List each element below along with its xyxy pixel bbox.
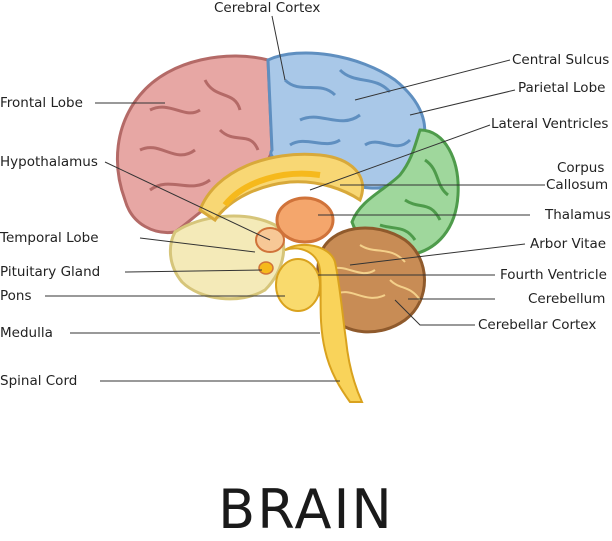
leader-parietal-lobe <box>409 89 516 116</box>
label-corpus-callosum-line1: Corpus <box>557 160 605 176</box>
label-fourth-ventricle: Fourth Ventricle <box>500 267 607 283</box>
corpus-callosum-region <box>198 152 365 223</box>
label-pituitary-gland: Pituitary Gland <box>0 264 101 280</box>
thalamus-region <box>275 196 335 244</box>
lateral-ventricle-shape <box>222 170 321 207</box>
leader-temporal-lobe <box>139 237 256 253</box>
temporal-lobe-region <box>168 214 286 301</box>
label-spinal-cord: Spinal Cord <box>0 373 78 389</box>
label-thalamus: Thalamus <box>545 207 611 223</box>
label-lateral-ventricles: Lateral Ventricles <box>491 116 609 132</box>
pituitary-gland-region <box>258 261 274 275</box>
label-medulla: Medulla <box>0 325 53 341</box>
label-hypothalamus: Hypothalamus <box>0 154 98 170</box>
label-cerebellum: Cerebellum <box>528 291 606 307</box>
page-title: BRAIN <box>218 478 394 541</box>
label-temporal-lobe: Temporal Lobe <box>0 230 99 246</box>
arbor-vitae-branches <box>329 244 421 301</box>
label-pons: Pons <box>0 288 32 304</box>
leader-lines <box>45 15 545 382</box>
label-frontal-lobe: Frontal Lobe <box>0 95 83 111</box>
leader-cerebral-cortex <box>271 15 286 81</box>
parietal-gyri <box>283 68 412 148</box>
leader-cerebellar-cortex <box>394 299 475 326</box>
pons-region <box>275 258 321 312</box>
frontal-gyri <box>139 79 260 192</box>
frontal-lobe-region <box>115 54 274 235</box>
leader-pituitary-gland <box>124 269 263 273</box>
label-cerebellar-cortex: Cerebellar Cortex <box>478 317 597 333</box>
label-arbor-vitae: Arbor Vitae <box>530 236 607 252</box>
leader-lateral-ventricles <box>309 124 491 191</box>
label-central-sulcus: Central Sulcus <box>512 52 610 68</box>
brainstem-region <box>284 243 364 403</box>
label-cerebral-cortex: Cerebral Cortex <box>214 0 321 16</box>
label-corpus-callosum-line2: Callosum <box>546 177 609 193</box>
leader-central-sulcus <box>354 59 511 101</box>
leader-hypothalamus <box>104 161 271 241</box>
occipital-gyri <box>379 158 450 241</box>
label-parietal-lobe: Parietal Lobe <box>518 80 606 96</box>
leader-arbor-vitae <box>349 243 526 266</box>
